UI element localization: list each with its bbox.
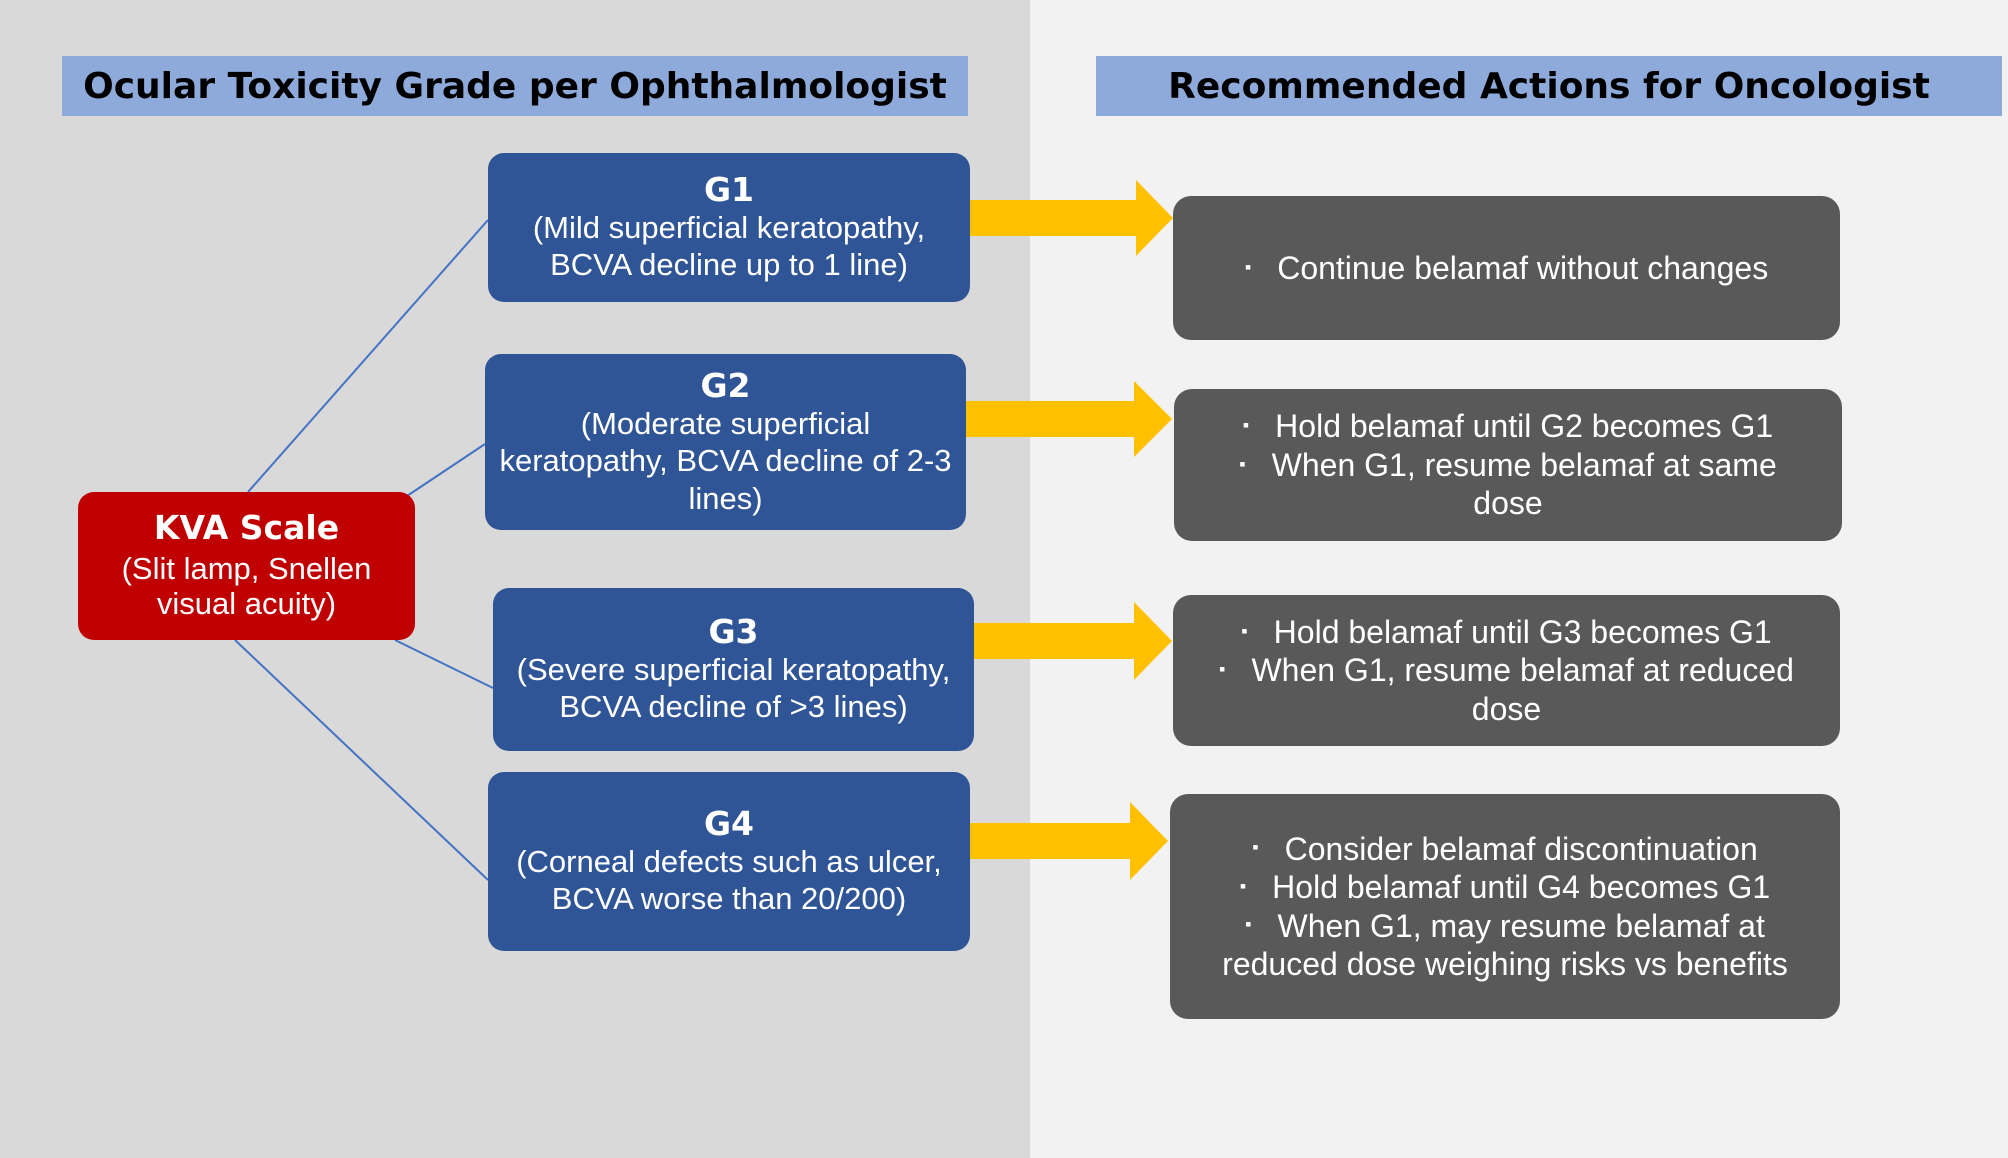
kva-scale-subtitle-line-1: (Slit lamp, Snellen [121, 550, 372, 586]
square-bullet-icon: ▪ [1219, 659, 1226, 680]
action-item-text: When G1, may resume belamaf at [1277, 907, 1765, 944]
grade-description-line: BCVA decline up to 1 line) [550, 247, 908, 283]
kva-scale-subtitle-line-2: visual acuity) [156, 586, 337, 622]
action-item: ▪ Consider belamaf discontinuation [1222, 830, 1788, 868]
action-item: ▪ When G1, resume belamaf at same [1239, 446, 1777, 484]
grade-label: G4 [703, 804, 755, 844]
header-ocular-toxicity-grade: Ocular Toxicity Grade per Ophthalmologis… [62, 56, 968, 116]
action-item: ▪ Hold belamaf until G3 becomes G1 [1219, 613, 1794, 651]
square-bullet-icon: ▪ [1239, 453, 1246, 474]
grade-box-g1: G1 (Mild superficial keratopathy, BCVA d… [488, 153, 970, 302]
connector-kva-g1 [247, 219, 489, 493]
arrow-g3 [974, 602, 1172, 680]
square-bullet-icon: ▪ [1245, 914, 1252, 935]
connector-kva-g4 [234, 639, 489, 881]
action-item-continuation: dose [1473, 485, 1543, 522]
square-bullet-icon: ▪ [1252, 837, 1259, 858]
action-box-g2: ▪ Hold belamaf until G2 becomes G1 ▪ When … [1174, 389, 1842, 541]
action-item-continuation: dose [1471, 690, 1542, 727]
grade-description-line: lines) [688, 480, 763, 516]
grade-description-line: keratopathy, BCVA decline of 2-3 [499, 443, 952, 479]
action-item: ▪ Hold belamaf until G2 becomes G1 [1239, 407, 1777, 445]
action-item-text: Consider belamaf discontinuation [1284, 830, 1758, 867]
action-item-text: When G1, resume belamaf at same [1271, 446, 1777, 483]
header-recommended-actions: Recommended Actions for Oncologist [1096, 56, 2002, 116]
action-box-g3: ▪Hold belamaf until G3 becomes G1 ▪When … [1173, 595, 1840, 746]
square-bullet-icon: ▪ [1242, 415, 1250, 436]
action-item: ▪ Continue belamaf without changes [1245, 249, 1768, 287]
arrow-g4 [970, 802, 1168, 880]
kva-scale-title: KVA Scale [153, 508, 340, 548]
action-box-g4: ▪ Consider belamaf discontinuation ▪ Hold … [1170, 794, 1840, 1019]
action-item: ▪ When G1, resume belamaf at reduced [1219, 651, 1794, 689]
action-item-text: When G1, resume belamaf at reduced [1251, 652, 1794, 689]
grade-description-line: (Moderate superficial [580, 406, 871, 442]
grade-description-line: (Mild superficial keratopathy, [532, 210, 926, 246]
grade-box-g3: G3 (Severe superficial keratopathy, BCVA… [493, 588, 974, 751]
grade-box-g2: G2 (Moderate superficial keratopathy, BC… [485, 354, 966, 530]
grade-description-line: BCVA decline of >3 lines) [559, 689, 908, 725]
action-item: ▪ When G1, may resume belamaf at [1222, 907, 1788, 945]
grade-description-line: (Corneal defects such as ulcer, [516, 844, 942, 880]
arrow-g2 [966, 381, 1172, 457]
square-bullet-icon: ▪ [1239, 875, 1247, 896]
grade-description-line: BCVA worse than 20/200) [551, 881, 907, 917]
kva-scale-box: KVA Scale (Slit lamp, Snellen visual acu… [78, 492, 415, 640]
action-item: ▪ Hold belamaf until G4 becomes G1 [1222, 868, 1788, 906]
square-bullet-icon: ▪ [1244, 256, 1252, 277]
action-list: ▪Hold belamaf until G3 becomes G1 ▪When … [1219, 613, 1794, 728]
grade-label: G1 [703, 170, 755, 210]
action-item-text: Continue belamaf without changes [1277, 249, 1769, 286]
action-item-continuation: reduced dose weighing risks vs benefits [1222, 945, 1788, 982]
grade-box-g4: G4 (Corneal defects such as ulcer, BCVA … [488, 772, 970, 951]
action-box-g1: ▪ Continue belamaf without changes [1173, 196, 1840, 340]
square-bullet-icon: ▪ [1241, 620, 1248, 641]
connector-kva-g2 [394, 443, 486, 505]
connector-kva-g3 [394, 639, 494, 689]
action-list: ▪ Hold belamaf until G2 becomes G1 ▪ When … [1239, 407, 1777, 522]
grade-description-line: (Severe superficial keratopathy, [516, 652, 951, 688]
action-item-text: Hold belamaf until G3 becomes G1 [1273, 613, 1772, 650]
grade-label: G3 [708, 612, 759, 652]
action-item-text: Hold belamaf until G4 becomes G1 [1272, 869, 1771, 906]
action-list: ▪ Consider belamaf discontinuation ▪ Hold … [1222, 830, 1788, 984]
grade-label: G2 [700, 366, 751, 406]
arrow-g1 [970, 180, 1173, 256]
action-item-text: Hold belamaf until G2 becomes G1 [1275, 408, 1774, 445]
action-list: ▪ Continue belamaf without changes [1245, 249, 1768, 287]
